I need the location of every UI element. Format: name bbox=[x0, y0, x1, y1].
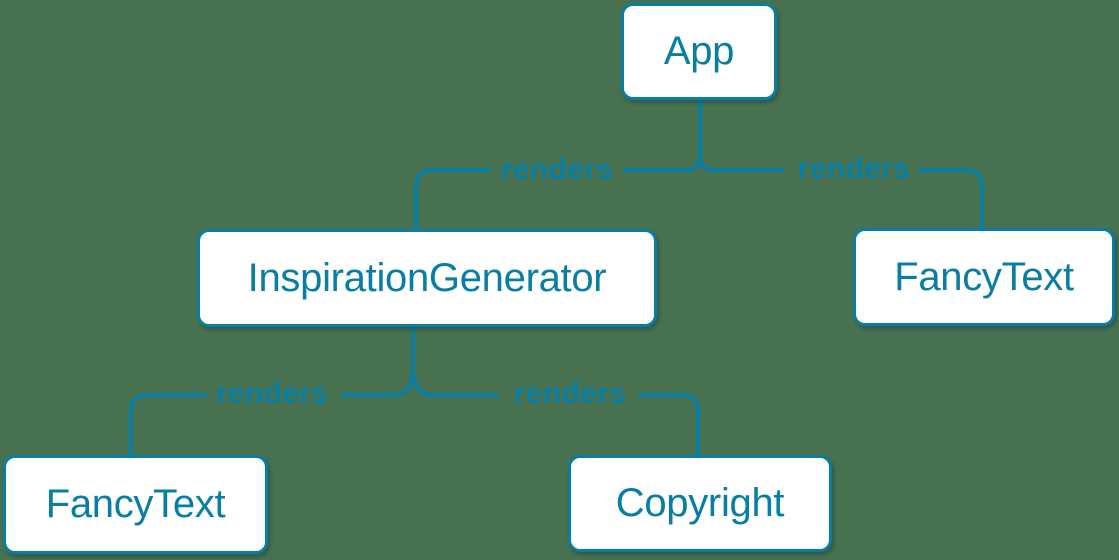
node-app-label: App bbox=[663, 29, 735, 73]
edge-label-inspiration-copyright: renders bbox=[513, 377, 627, 410]
node-copyright: Copyright bbox=[568, 455, 832, 552]
node-fancy-text-top: FancyText bbox=[853, 228, 1115, 326]
edge-label-app-fancytext: renders bbox=[797, 152, 911, 185]
edge-label-inspiration-fancytext: renders bbox=[215, 377, 329, 410]
node-copyright-label: Copyright bbox=[615, 481, 785, 525]
node-fancy-text-bottom-label: FancyText bbox=[45, 482, 226, 526]
node-fancy-text-bottom: FancyText bbox=[3, 455, 268, 554]
node-app: App bbox=[621, 3, 777, 100]
node-fancy-text-top-label: FancyText bbox=[894, 254, 1074, 299]
node-inspiration-generator-label: InspirationGenerator bbox=[247, 255, 607, 300]
node-inspiration-generator: InspirationGenerator bbox=[197, 229, 657, 327]
edge-label-app-inspiration: renders bbox=[500, 153, 614, 186]
